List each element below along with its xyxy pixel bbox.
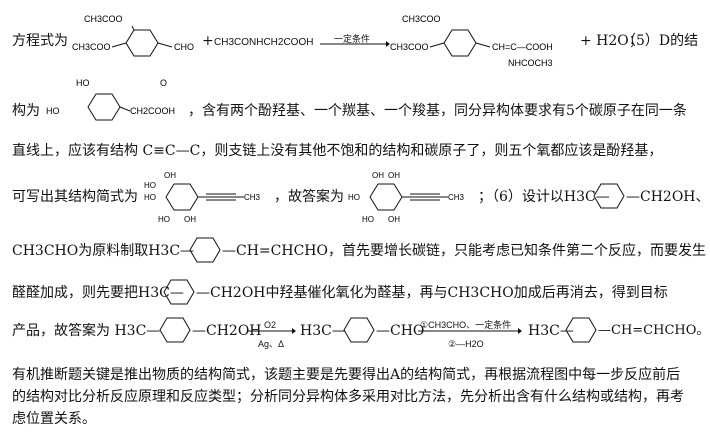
isomer-structure-1: OH HO HO OH HO CH3 [144, 171, 261, 224]
arrow3-top: ①CH3CHO、一定条件 [420, 320, 512, 330]
d-sub2: HO [46, 106, 60, 116]
product-sub1: CH3COO [402, 14, 441, 24]
reactant1-sub2: CH3COO [72, 42, 111, 52]
isomer-structure-2: OH HO HO OH OH CH3 [348, 171, 465, 224]
line7-s3: —CHO [376, 323, 425, 339]
product-sub2: CH3COO [390, 42, 429, 52]
svg-text:OH: OH [164, 171, 176, 180]
reaction-arrow-3: ①CH3CHO、一定条件 ②—H2O [418, 316, 522, 349]
svg-text:HO: HO [144, 181, 156, 190]
benzene-ring-icon [565, 317, 597, 343]
benzene-ring-icon [343, 317, 375, 343]
line4-tail1: ，故答案为 [274, 189, 344, 205]
arrow1-label: 一定条件 [334, 34, 371, 44]
reaction-arrow-2: O2 Ag、Δ [248, 316, 296, 349]
svg-text:OH: OH [388, 171, 400, 180]
line6-text: 醛醛加成，则先要把H3C— [12, 285, 184, 301]
line1-tail: （5）D的结 [622, 33, 699, 49]
line6-text2: —CH2OH中羟基催化氧化为醛基，再与CH3CHO加成后再消去，得到目标 [196, 285, 668, 301]
line7-s5: —CH=CHCHO。 [598, 323, 710, 338]
line7-s1: —CH2OH [192, 323, 262, 339]
benzene-ring [125, 29, 159, 57]
line7-prefix: 产品，故答案为 H3C— [12, 323, 161, 339]
line3-text: 直线上，应该有结构 C≡C—C，则支链上没有其他不饱和的结构和碳原子了，则五个氧… [12, 143, 663, 159]
line1-prefix: 方程式为 [12, 33, 68, 49]
svg-text:OH: OH [372, 171, 384, 180]
svg-text:OH: OH [184, 215, 196, 224]
svg-text:OH: OH [388, 215, 400, 224]
compound-d-structure: HO HO CH2COOH O [46, 78, 175, 121]
svg-text:HO: HO [362, 215, 374, 224]
reactant1-structure: CH3COO CH3COO CHO [72, 14, 194, 57]
product-structure: CH3COO CH3COO CH=C—COOH NHCOCH3 [390, 14, 553, 68]
reactant1-sub3: CHO [174, 42, 194, 52]
svg-text:HO: HO [144, 193, 156, 202]
svg-text:HO: HO [158, 215, 170, 224]
svg-text:CH3: CH3 [448, 193, 465, 202]
benzene-ring-icon [163, 279, 195, 305]
product-sub4: NHCOCH3 [508, 58, 553, 68]
reactant2: CH3CONHCH2COOH [214, 37, 314, 48]
arrow2-top: O2 [264, 320, 277, 330]
line2-text: ，含有两个酚羟基、一个羰基、一个羧基，同分异构体要求有5个碳原子在同一条 [188, 103, 687, 119]
arrow3-bottom: ②—H2O [448, 339, 484, 349]
line4-tail3: —CH2OH、 [626, 189, 710, 205]
svg-text:CH3: CH3 [244, 193, 261, 202]
line4-tail2: ；（6）设计以H3C— [478, 189, 610, 205]
line5-text: CH3CHO为原料制取H3C— [12, 243, 195, 259]
plus-h2o: + H2O； [580, 33, 643, 49]
line7-s4: H3C— [528, 323, 574, 339]
d-carbonyl: O [160, 78, 167, 88]
benzene-ring-icon [189, 237, 221, 263]
line7-s2: H3C— [300, 323, 346, 339]
product-chain: CH=C—COOH [492, 42, 553, 52]
line4-prefix: 可写出其结构简式为 [12, 189, 138, 205]
plus-sign-1: + [202, 33, 214, 49]
reactant1-sub1: CH3COO [84, 14, 123, 24]
benzene-ring-icon [159, 317, 191, 343]
line2-prefix: 构为 [12, 103, 40, 119]
arrow2-bottom: Ag、Δ [258, 339, 285, 349]
d-sub1: HO [76, 78, 90, 88]
analysis-paragraph: 有机推断题关键是推出物质的结构简式，该题主要是先要得出A的结构简式，再根据流程图… [12, 367, 684, 427]
svg-text:HO: HO [348, 193, 360, 202]
line-3: 直线上，应该有结构 C≡C—C，则支链上没有其他不饱和的结构和碳原子了，则五个氧… [12, 142, 662, 160]
line5-text2: —CH=CHCHO，首先要增长碳链，只能考虑已知条件第二个反应，而要发生 [222, 243, 706, 259]
d-chain: CH2COOH [130, 106, 175, 116]
benzene-ring-icon [593, 183, 625, 209]
reaction-arrow-1: 一定条件 [320, 30, 390, 50]
